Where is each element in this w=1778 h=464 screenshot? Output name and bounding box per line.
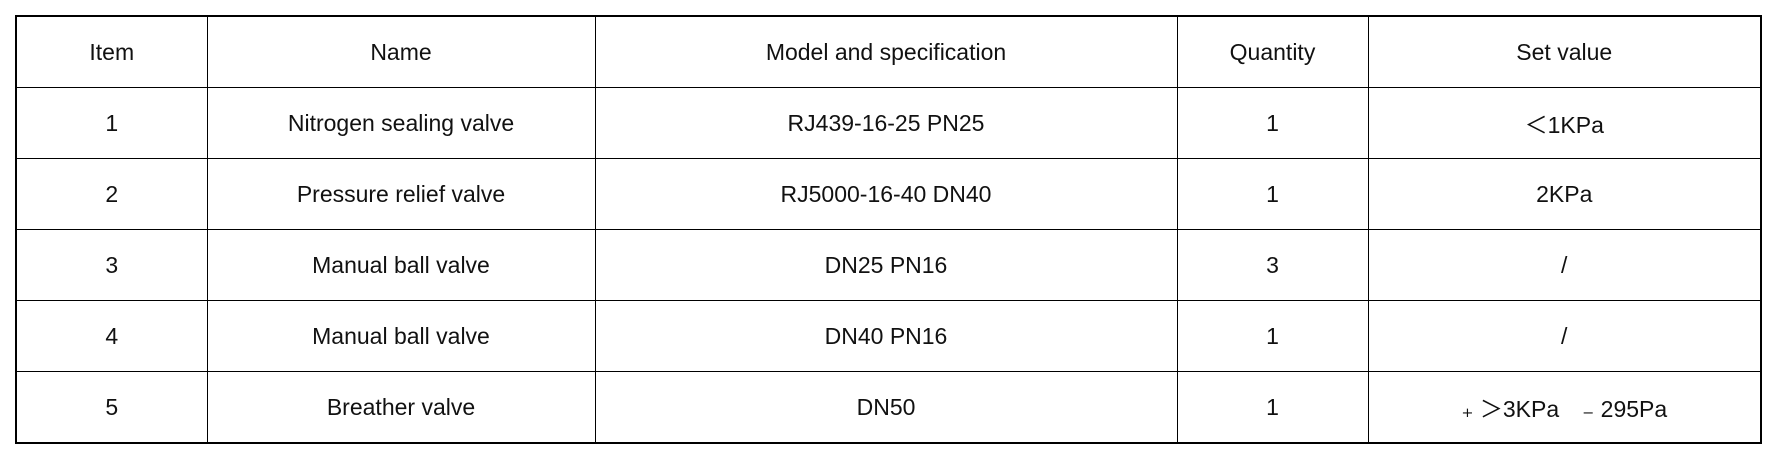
table-row: 1 Nitrogen sealing valve RJ439-16-25 PN2… xyxy=(15,87,1762,159)
table-row: 5 Breather valve DN50 1 ₊ ＞3KPa ₋ 295Pa xyxy=(15,371,1762,444)
header-set-value: Set value xyxy=(1367,15,1762,88)
cell-name: Pressure relief valve xyxy=(206,158,596,230)
valve-spec-table: Item Name Model and specification Quanti… xyxy=(15,15,1762,444)
cell-model-spec: DN50 xyxy=(594,371,1178,444)
cell-model-spec: RJ439-16-25 PN25 xyxy=(594,87,1178,159)
cell-set-value: / xyxy=(1367,300,1762,372)
cell-model-spec: RJ5000-16-40 DN40 xyxy=(594,158,1178,230)
cell-set-value: / xyxy=(1367,229,1762,301)
cell-name: Manual ball valve xyxy=(206,229,596,301)
table-header-row: Item Name Model and specification Quanti… xyxy=(15,15,1762,88)
cell-item: 5 xyxy=(15,371,208,444)
cell-set-value: ₊ ＞3KPa ₋ 295Pa xyxy=(1367,371,1762,444)
cell-name: Nitrogen sealing valve xyxy=(206,87,596,159)
cell-item: 2 xyxy=(15,158,208,230)
table-row: 2 Pressure relief valve RJ5000-16-40 DN4… xyxy=(15,158,1762,230)
cell-item: 1 xyxy=(15,87,208,159)
header-item: Item xyxy=(15,15,208,88)
cell-model-spec: DN40 PN16 xyxy=(594,300,1178,372)
cell-model-spec: DN25 PN16 xyxy=(594,229,1178,301)
table-row: 3 Manual ball valve DN25 PN16 3 / xyxy=(15,229,1762,301)
cell-quantity: 1 xyxy=(1176,300,1369,372)
cell-set-value: ＜1KPa xyxy=(1367,87,1762,159)
cell-quantity: 1 xyxy=(1176,87,1369,159)
cell-quantity: 3 xyxy=(1176,229,1369,301)
cell-quantity: 1 xyxy=(1176,158,1369,230)
header-quantity: Quantity xyxy=(1176,15,1369,88)
cell-set-value: 2KPa xyxy=(1367,158,1762,230)
cell-name: Manual ball valve xyxy=(206,300,596,372)
table-row: 4 Manual ball valve DN40 PN16 1 / xyxy=(15,300,1762,372)
spec-table-container: Item Name Model and specification Quanti… xyxy=(15,15,1762,444)
header-model-spec: Model and specification xyxy=(594,15,1178,88)
cell-item: 4 xyxy=(15,300,208,372)
header-name: Name xyxy=(206,15,596,88)
cell-item: 3 xyxy=(15,229,208,301)
cell-name: Breather valve xyxy=(206,371,596,444)
cell-quantity: 1 xyxy=(1176,371,1369,444)
